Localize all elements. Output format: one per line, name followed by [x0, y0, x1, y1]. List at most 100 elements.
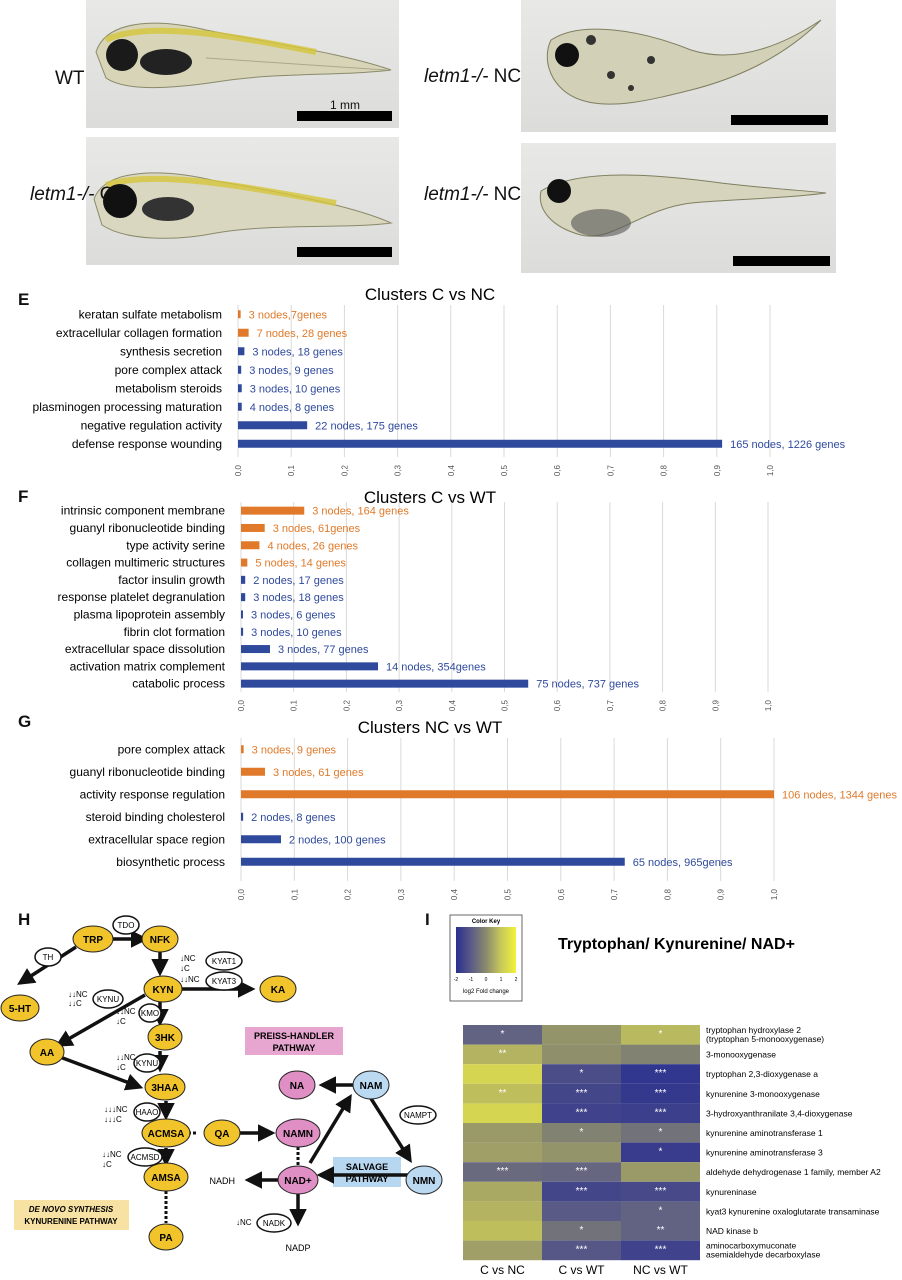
- heatmap-cell: [463, 1064, 542, 1084]
- heatmap-cell: [463, 1044, 542, 1065]
- bar-data-label: 3 nodes, 10 genes: [251, 627, 342, 639]
- bar: [241, 610, 243, 619]
- row-label: kynurenine aminotransferase 3: [706, 1148, 823, 1158]
- heatmap-cell: [542, 1083, 621, 1104]
- category-label: plasminogen processing maturation: [33, 400, 222, 414]
- scale-bar-text: 1 mm: [330, 98, 360, 112]
- bar-data-label: 65 nodes, 965genes: [633, 857, 733, 869]
- bar: [241, 523, 265, 532]
- heatmap-cell: [542, 1162, 621, 1182]
- bar-data-label: 4 nodes, 8 genes: [250, 402, 335, 414]
- bar: [238, 439, 723, 448]
- panel-a-label: WT: [55, 68, 85, 89]
- row-label: kynureninase: [706, 1187, 757, 1197]
- enzyme-label: NAMPT: [404, 1111, 432, 1120]
- node-3hk: [147, 1023, 183, 1051]
- category-label: response platelet degranulation: [58, 590, 225, 604]
- color-key-tick: 1: [500, 977, 503, 983]
- enzyme-label: KYNU: [136, 1059, 158, 1068]
- kynurenine-pathway-diagram: PREISS-HANDLER PATHWAY SALVAGE PATHWAY D…: [0, 915, 443, 1253]
- bar-data-label: 3 nodes, 164 genes: [312, 506, 409, 518]
- category-label: steroid binding cholesterol: [86, 810, 225, 824]
- significance-marker: ***: [655, 1245, 667, 1256]
- regulation-annotation: ↓NC: [236, 1218, 252, 1227]
- panel-letter-i: I: [425, 910, 430, 929]
- regulation-annotation: ↓C: [180, 964, 190, 973]
- panel-letter-h: H: [18, 910, 31, 929]
- x-tick-label: 0,3: [397, 888, 406, 900]
- node-label: 5-HT: [9, 1004, 31, 1015]
- bar: [238, 384, 242, 393]
- heatmap-cell: [542, 1103, 621, 1123]
- color-key-tick: -2: [454, 977, 459, 983]
- significance-marker: *: [659, 1029, 663, 1040]
- bar-data-label: 106 nodes, 1344 genes: [782, 789, 897, 801]
- enzyme-label: TDO: [118, 921, 135, 930]
- bar-data-label: 3 nodes, 61genes: [273, 523, 361, 535]
- node-label: NMN: [413, 1176, 436, 1187]
- bar: [241, 767, 265, 776]
- significance-marker: ***: [655, 1107, 667, 1118]
- x-tick-label: 0,8: [660, 464, 669, 476]
- enzyme-kynu: [92, 989, 124, 1009]
- salvage-label-2: PATHWAY: [346, 1174, 389, 1184]
- heatmap-cell: [463, 1123, 542, 1143]
- enzyme-th: [34, 947, 62, 967]
- node-nfk: [141, 925, 179, 953]
- node-label: 3HAA: [151, 1083, 178, 1094]
- node-3haa: [144, 1073, 186, 1101]
- enzyme-label: KYNU: [97, 995, 119, 1004]
- node-amsa: [143, 1162, 189, 1192]
- category-label: fibrin clot formation: [124, 625, 225, 639]
- bar: [241, 558, 248, 567]
- bar: [241, 593, 246, 602]
- de-novo-label-2: KYNURENINE PATHWAY: [24, 1217, 118, 1226]
- heatmap-cell: [621, 1162, 700, 1182]
- bar-data-label: 2 nodes, 17 genes: [253, 575, 344, 587]
- node-label: NFK: [150, 935, 171, 946]
- heatmap-cell: [542, 1025, 621, 1045]
- heatmap-title: Tryptophan/ Kynurenine/ NAD+: [558, 936, 795, 953]
- significance-marker: ***: [497, 1166, 509, 1177]
- row-label: asemialdehyde decarboxylase: [706, 1250, 821, 1260]
- x-tick-label: 0,8: [663, 888, 672, 900]
- heatmap-cell: [621, 1240, 700, 1261]
- panel-d-label: letm1-/- NC: [424, 184, 522, 205]
- bar: [241, 662, 379, 671]
- scale-bar-a: [297, 111, 392, 121]
- chart-title: Clusters C vs WT: [364, 488, 496, 507]
- bar: [241, 645, 270, 654]
- node-label: NA: [290, 1081, 304, 1092]
- salvage-box: [333, 1157, 401, 1187]
- significance-marker: ***: [576, 1186, 588, 1197]
- node-na: [278, 1070, 316, 1100]
- enzyme-nampt: [399, 1105, 437, 1125]
- bar-data-label: 3 nodes, 77 genes: [278, 644, 369, 656]
- enzyme-label: KYAT3: [212, 977, 237, 986]
- node-trp: [72, 925, 114, 953]
- row-label: aminocarboxymuconate: [706, 1241, 797, 1251]
- bar-data-label: 3 nodes, 10 genes: [250, 383, 341, 395]
- enzyme-label: KMO: [141, 1009, 159, 1018]
- de-novo-label-1: DE NOVO SYNTHESIS: [29, 1205, 114, 1214]
- x-tick-label: 0,7: [610, 888, 619, 900]
- heatmap-cell: [542, 1123, 621, 1143]
- x-tick-label: 1,0: [770, 888, 779, 900]
- significance-marker: **: [499, 1049, 507, 1060]
- x-tick-label: 0,0: [237, 888, 246, 900]
- x-tick-label: 0,5: [504, 888, 513, 900]
- enzyme-tdo: [112, 915, 140, 935]
- node-nad: [277, 1165, 319, 1195]
- bar: [238, 328, 249, 337]
- bar-data-label: 3 nodes, 18 genes: [253, 592, 344, 604]
- x-tick-label: 0,1: [287, 464, 296, 476]
- x-tick-label: 0,5: [500, 464, 509, 476]
- bar-data-label: 3 nodes,7genes: [249, 309, 328, 321]
- x-tick-label: 1,0: [764, 699, 773, 711]
- panel-letter-g: G: [18, 712, 32, 731]
- de-novo-box: [14, 1200, 129, 1230]
- category-label: guanyl ribonucleotide binding: [70, 765, 225, 779]
- x-tick-label: 0,0: [237, 699, 246, 711]
